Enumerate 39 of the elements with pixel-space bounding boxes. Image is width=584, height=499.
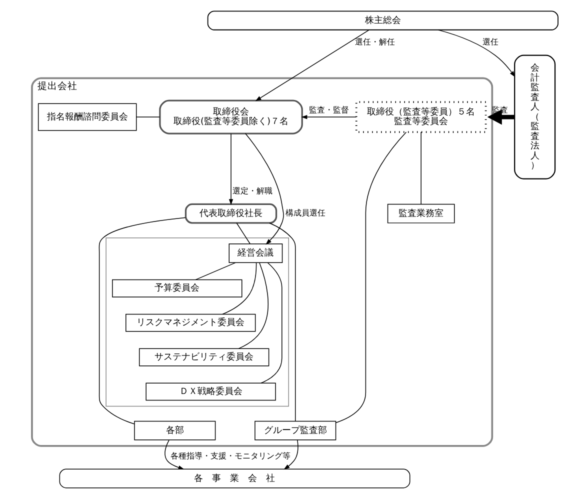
- edge-label: 選任: [482, 36, 498, 47]
- node-box: サステナビリティ委員会: [138, 348, 270, 366]
- edge-label: 構成員選任: [285, 208, 326, 218]
- arrow: [301, 114, 357, 120]
- connector: [420, 132, 422, 205]
- node-box: 経営会議: [228, 244, 283, 263]
- connector: [236, 222, 250, 244]
- arrow: [255, 30, 370, 102]
- node-box: 指名報酬諮問委員会: [38, 103, 137, 131]
- node-box: 各 事 業 会 社: [59, 468, 410, 488]
- connector: [222, 262, 257, 315]
- node-box: リスクマネジメント委員会: [126, 314, 256, 332]
- arrow: [164, 440, 184, 470]
- arrow: [284, 440, 298, 470]
- edge-label: 選定・解職: [232, 186, 272, 196]
- arrow: [245, 133, 284, 245]
- node-box: 株主総会: [207, 10, 558, 30]
- arrow: [438, 30, 516, 78]
- connector: [98, 217, 186, 424]
- connector: [269, 222, 296, 422]
- edge-label: 選任・解任: [355, 36, 396, 47]
- node-box: 会計監査人（監査法人）: [514, 54, 556, 180]
- node-box: 予算委員会: [112, 279, 242, 298]
- node-box: 監査業務室: [387, 204, 455, 224]
- arrow: [228, 133, 234, 206]
- arrow: [487, 109, 515, 125]
- connector: [238, 262, 268, 349]
- connector: [260, 262, 282, 384]
- edge-label: 各種指導・支援・モニタリング等: [170, 450, 291, 460]
- connector: [136, 116, 160, 118]
- node-box: ＤＸ戦略委員会: [146, 382, 276, 401]
- node-box: 各部: [134, 420, 216, 440]
- node-box: 取締役（監査等委員）５名 監査等委員会: [355, 101, 487, 133]
- connector: [336, 132, 407, 424]
- connector: [195, 262, 236, 280]
- node-box: グループ監査部: [254, 420, 336, 440]
- node-box: 代表取締役社長: [184, 203, 278, 224]
- node-box: 取締役会 取締役(監査等委員除く)７名: [159, 100, 303, 134]
- edge-label: 監査・監督: [309, 104, 350, 114]
